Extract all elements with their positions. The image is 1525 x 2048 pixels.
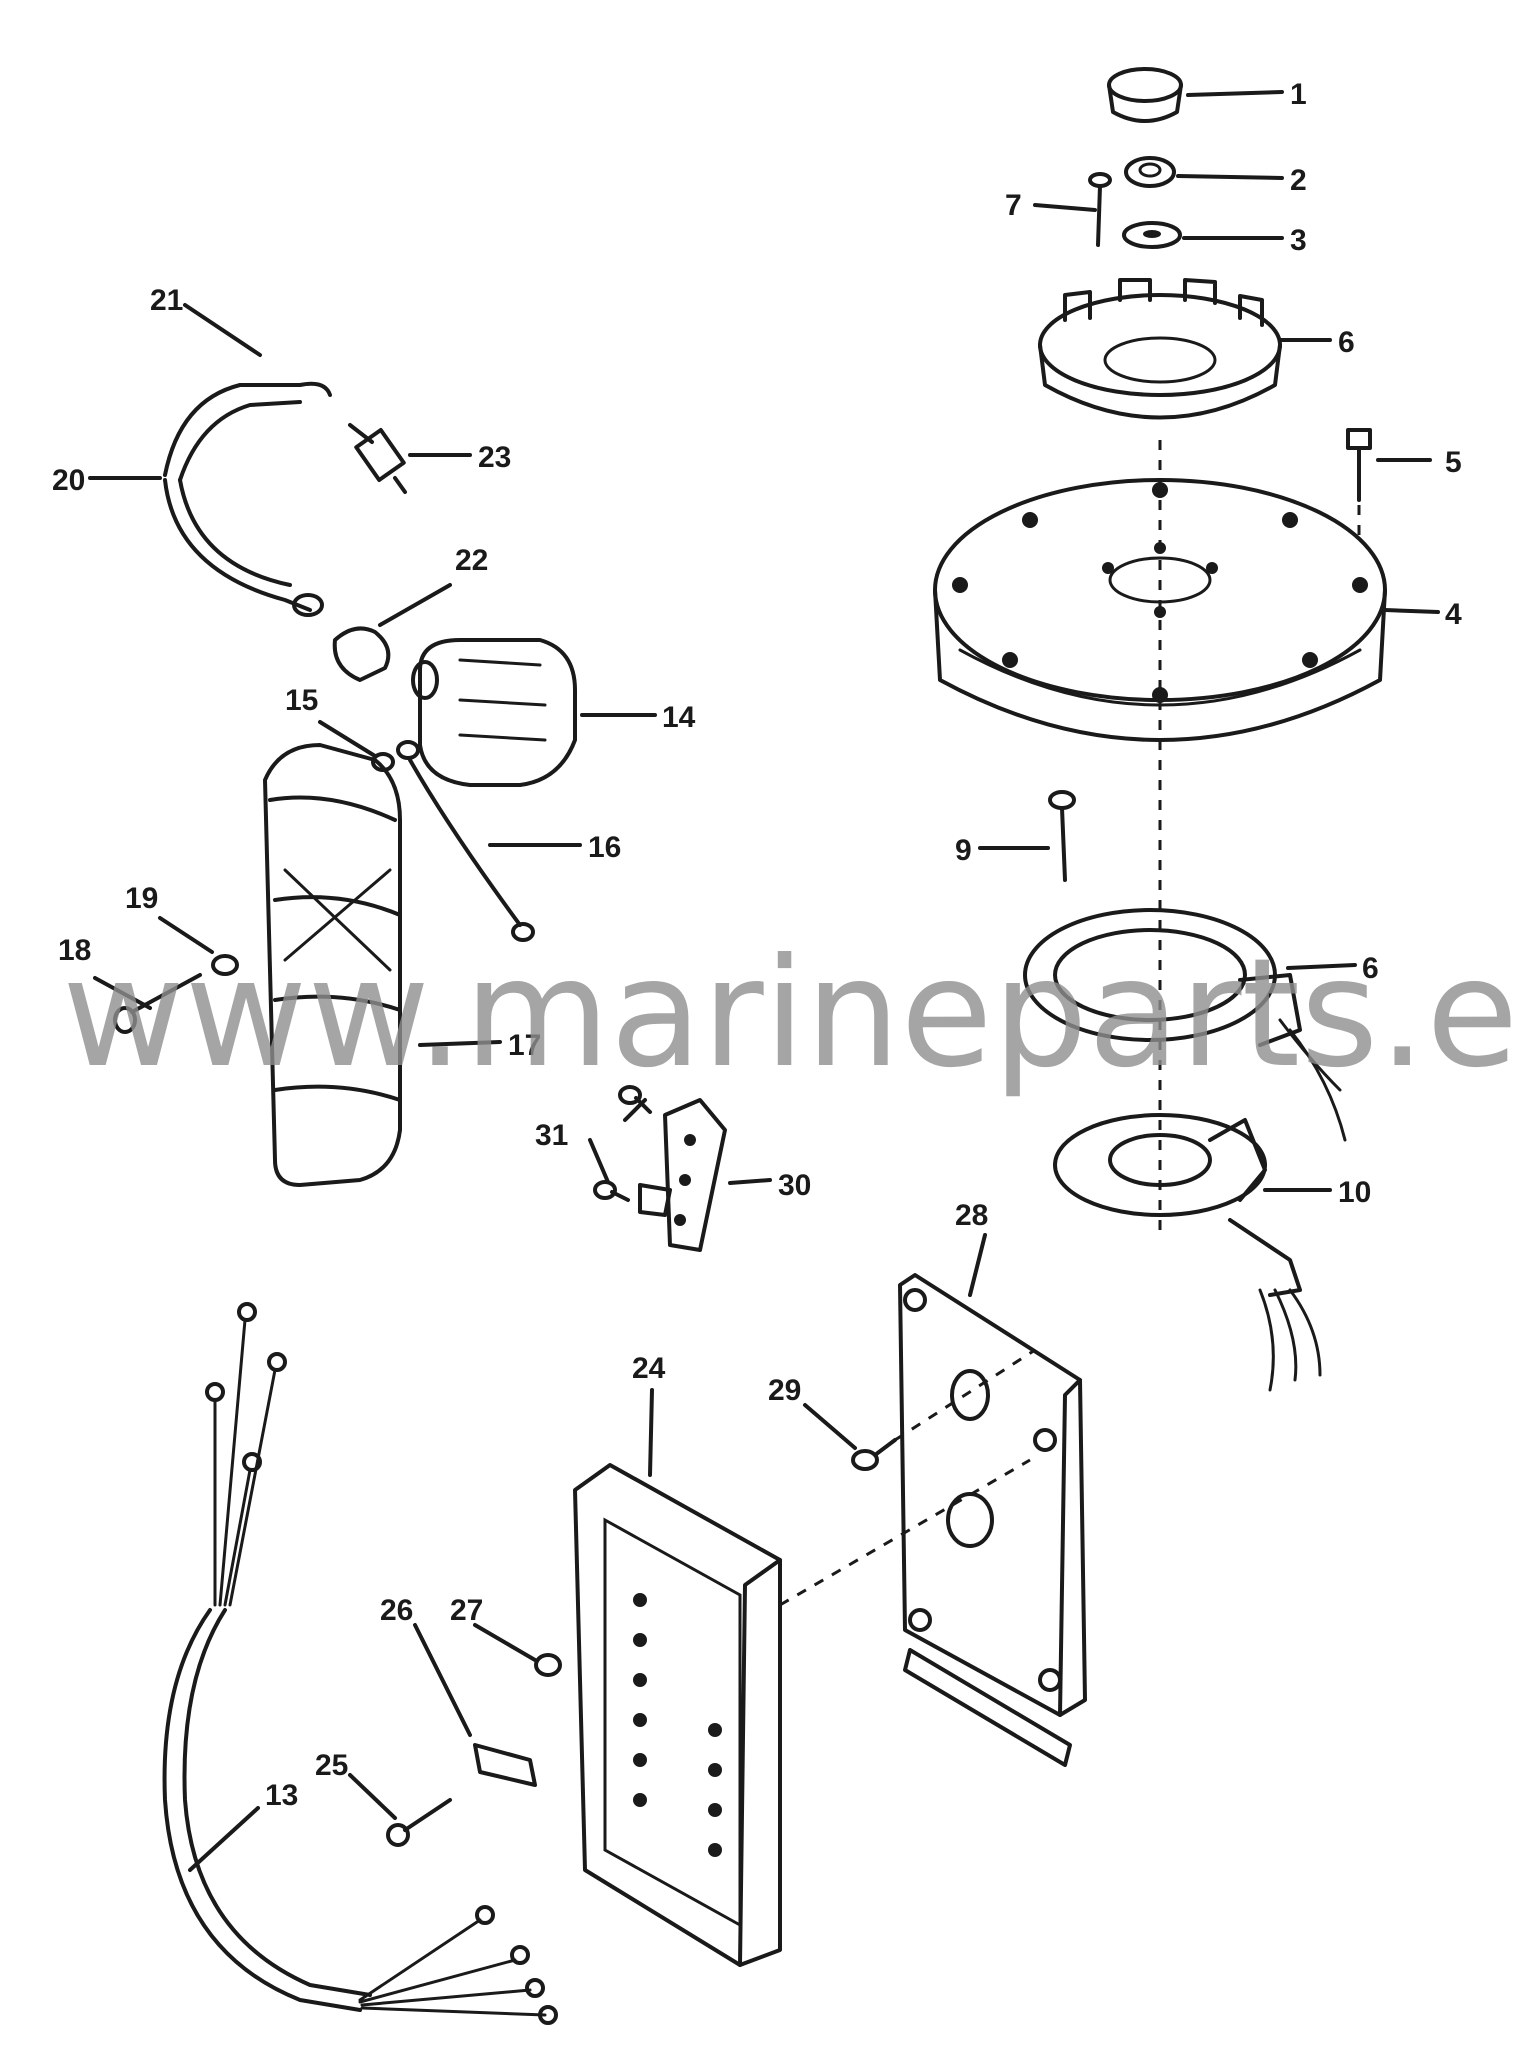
callout-19: 19 <box>125 882 158 915</box>
callout-17: 17 <box>508 1029 541 1062</box>
callout-20: 20 <box>52 464 85 497</box>
part-hub <box>1038 278 1282 420</box>
callout-27: 27 <box>450 1594 483 1627</box>
callout-7: 7 <box>1005 189 1022 222</box>
part-nut <box>1124 156 1176 188</box>
callout-labels: 1 2 3 4 5 6 7 9 6 10 13 14 15 16 17 18 1… <box>52 78 1462 1812</box>
callout-28: 28 <box>955 1199 988 1232</box>
callout-9: 9 <box>955 834 972 867</box>
part-cap <box>1107 67 1183 123</box>
part-screw-25 <box>386 1798 452 1847</box>
part-switch-box <box>573 1463 782 1967</box>
callout-4: 4 <box>1445 598 1462 631</box>
part-stator-ring <box>1023 908 1347 1142</box>
callout-15: 15 <box>285 684 318 717</box>
part-bolt-9 <box>1048 790 1076 882</box>
callout-18: 18 <box>58 934 91 967</box>
part-bolt-5 <box>1346 428 1372 540</box>
part-washer <box>1122 221 1182 249</box>
callout-6-stator: 6 <box>1362 952 1379 985</box>
watermark-text: www.marineparts.eu <box>62 927 1525 1101</box>
callout-24: 24 <box>632 1352 666 1385</box>
part-boot <box>332 626 391 682</box>
callout-10: 10 <box>1338 1176 1371 1209</box>
part-coil-bank <box>263 743 402 1187</box>
part-flywheel <box>933 478 1387 742</box>
callout-13: 13 <box>265 1779 298 1812</box>
callout-31: 31 <box>535 1119 568 1152</box>
part-nut-27 <box>534 1653 562 1677</box>
part-mounting-plate <box>898 1273 1087 1767</box>
callout-leaders <box>88 90 1440 1872</box>
assembly-line-24 <box>779 1458 1031 1607</box>
callout-2: 2 <box>1290 164 1307 197</box>
callout-25: 25 <box>315 1749 348 1782</box>
callout-23: 23 <box>478 441 511 474</box>
callout-3: 3 <box>1290 224 1307 257</box>
callout-26: 26 <box>380 1594 413 1627</box>
part-ignition-coil <box>411 638 577 787</box>
assembly-line-29 <box>894 1348 1036 1442</box>
part-screw-7 <box>1088 172 1112 247</box>
callout-21: 21 <box>150 284 183 317</box>
part-washer-19 <box>211 954 239 976</box>
callout-16: 16 <box>588 831 621 864</box>
part-screw-29 <box>851 1438 897 1471</box>
part-clip-26 <box>473 1743 537 1787</box>
callout-6-hub: 6 <box>1338 326 1355 359</box>
part-wire-harness <box>162 1302 558 2025</box>
callout-29: 29 <box>768 1374 801 1407</box>
part-spark-plug-lead <box>163 381 332 617</box>
callout-22: 22 <box>455 544 488 577</box>
part-spark-plug <box>348 423 407 494</box>
part-ground-lead <box>396 740 535 942</box>
callout-1: 1 <box>1290 78 1307 111</box>
callout-14: 14 <box>662 701 696 734</box>
callout-30: 30 <box>778 1169 811 1202</box>
part-screws-31 <box>593 1085 652 1202</box>
callout-5: 5 <box>1445 446 1462 479</box>
part-trigger <box>1053 1113 1322 1392</box>
part-terminal-bracket <box>638 1098 727 1252</box>
